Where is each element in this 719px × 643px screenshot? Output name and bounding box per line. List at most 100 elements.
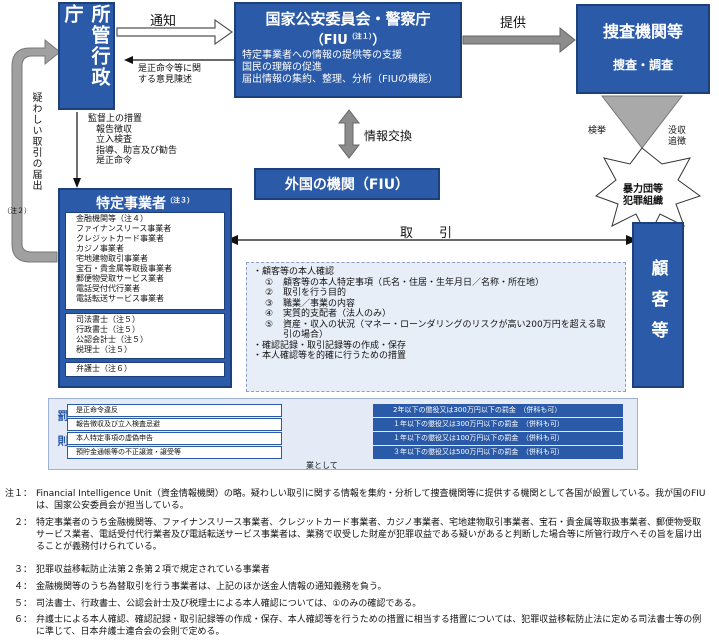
supervision-line-5: 是正命令 bbox=[96, 156, 133, 166]
business-item: 行政書士（注５） bbox=[76, 325, 140, 334]
penalty-result: １年以下の懲役又は300万円以下の罰金 （併科も可） bbox=[373, 418, 623, 431]
business-box: 特定事業者（注３） 金融機関等（注４） ファイナンスリース事業者 クレジットカー… bbox=[58, 188, 232, 388]
penalty-result: １年以下の懲役又は100万円以下の罰金 （併科も可） bbox=[373, 432, 623, 445]
suspicious-report-note: （注２） bbox=[3, 207, 31, 215]
note-3: ３：犯罪収益移転防止法第２条第２項で規定されている事業者 bbox=[4, 564, 714, 576]
note-1: 注１： Financial Intelligence Unit（資金情報機関）の略… bbox=[4, 488, 714, 512]
business-item: ファイナンスリース事業者 bbox=[76, 224, 172, 233]
suspicious-report-label: 疑わしい取引の届出 bbox=[30, 92, 41, 191]
verification-num: ④ bbox=[265, 309, 274, 319]
fiu-line-2: 国民の理解の促進 bbox=[242, 62, 322, 73]
verification-num: ① bbox=[265, 277, 274, 288]
note-6: ６： 弁護士による本人確認、確認記録・取引記録等の作成・保存、本人確認等を行うため… bbox=[4, 614, 714, 638]
fiu-sub-end: ） bbox=[372, 33, 386, 48]
crime-groups-line-1: 暴力団等 bbox=[623, 184, 663, 195]
business-title-note: （注３） bbox=[166, 196, 194, 205]
verification-item-1: ① 顧客等の本人特定事項（氏名・住居・生年月日／名称・所在地） bbox=[253, 278, 619, 289]
business-item: 郵便物受取サービス業者 bbox=[76, 274, 164, 283]
funnel-shape bbox=[600, 95, 684, 149]
business-item: 弁護士（注６） bbox=[76, 364, 132, 373]
notify-label: 通知 bbox=[150, 14, 177, 29]
verification-panel: ・顧客等の本人確認 ① 顧客等の本人特定事項（氏名・住居・生年月日／名称・所在地… bbox=[246, 262, 626, 392]
business-group-1: 金融機関等（注４） ファイナンスリース事業者 クレジットカード事業者 カジノ事業… bbox=[65, 212, 225, 310]
business-item: 公認会計士（注５） bbox=[76, 335, 148, 344]
note-num: ５： bbox=[13, 599, 32, 609]
crime-groups-line-2: 犯罪組織 bbox=[623, 196, 663, 207]
note-4: ４： 金融機関等のうち為替取引を行う事業者は、上記のほか送金人情報の通知義務を負う… bbox=[4, 581, 714, 593]
note-2: ２：特定事業者のうち金融機関等、ファイナンスリース事業者、クレジットカード事業者… bbox=[4, 517, 714, 553]
provide-label: 提供 bbox=[500, 16, 527, 31]
admin-authority-label: 所管行政庁 bbox=[61, 4, 111, 88]
verification-text: 資産・収入の状況（マネー・ローンダリングのリスクが高い200万円を超える取引の場… bbox=[283, 319, 606, 341]
note-num: ４： bbox=[13, 582, 32, 592]
suspicious-report-arrow bbox=[11, 38, 61, 263]
business-label: 業として bbox=[306, 461, 338, 470]
supervision-line-3: 立入検査 bbox=[96, 135, 133, 145]
verification-item-4: ④ 実質的支配者（法人のみ） bbox=[253, 309, 619, 320]
notify-arrow bbox=[116, 18, 234, 46]
penalties-label: 罰則 bbox=[56, 410, 69, 460]
fiu-title: 国家公安委員会・警察庁 bbox=[265, 10, 431, 28]
note-5: ５： 司法書士、行政書士、公認会計士及び税理士による本人確認については、①のみの確… bbox=[4, 598, 714, 610]
penalty-offense: 預貯金通帳等の不正譲渡・譲受等 bbox=[67, 446, 282, 459]
transaction-label: 取 引 bbox=[400, 226, 453, 241]
investigation-sub: 捜査・調査 bbox=[612, 58, 673, 72]
fiu-box: 国家公安委員会・警察庁 （FIU（注１）） 特定事業者への情報の提供等の支援 国… bbox=[234, 2, 462, 98]
fiu-line-3: 届出情報の集約、整理、分析（FIUの機能） bbox=[242, 74, 439, 85]
verification-footer-1: ・確認記録・取引記録等の作成・保存 bbox=[253, 340, 407, 351]
penalty-result: 2年以下の懲役又は300万円以下の罰金 （併科も可） bbox=[373, 404, 623, 417]
supervision-line-2: 報告徴収 bbox=[96, 124, 133, 135]
supervision-line-1: 監督上の措置 bbox=[88, 114, 143, 124]
business-item: 税理士（注５） bbox=[76, 345, 132, 354]
correction-opinion-line-2: する意見陳述 bbox=[138, 74, 193, 85]
customer-box: 顧客等 bbox=[632, 222, 684, 388]
note-text: 司法書士、行政書士、公認会計士及び税理士による本人確認については、①のみの確認で… bbox=[36, 599, 422, 609]
admin-authority-box: 所管行政庁 bbox=[58, 2, 115, 110]
verification-item-5: ⑤ 資産・収入の状況（マネー・ローンダリングのリスクが高い200万円を超える取引… bbox=[253, 320, 619, 341]
verification-text: 取引を行う目的 bbox=[283, 288, 347, 298]
verification-text: 顧客等の本人特定事項（氏名・住居・生年月日／名称・所在地） bbox=[283, 277, 545, 288]
foreign-fiu-label: 外国の機関（FIU） bbox=[284, 177, 410, 193]
penalty-offense: 本人特定事項の虚偽申告 bbox=[67, 432, 282, 445]
verification-num: ② bbox=[265, 288, 274, 298]
business-item: カジノ事業者 bbox=[76, 244, 124, 253]
penalty-offense: 報告徴収及び立入検査忌避 bbox=[67, 418, 282, 431]
note-text: 弁護士による本人確認、確認記録・取引記録等の作成・保存、本人確認等を行うための措… bbox=[36, 615, 702, 637]
supervision-line-4: 指導、助言及び勧告 bbox=[96, 145, 178, 156]
business-group-3: 弁護士（注６） bbox=[65, 362, 225, 377]
info-exchange-arrow bbox=[337, 109, 361, 159]
confiscation-line-2: 追徴 bbox=[668, 136, 687, 147]
business-item: 宅地建物取引事業者 bbox=[76, 254, 148, 263]
verification-num: ⑤ bbox=[265, 319, 274, 330]
verification-text: 実質的支配者（法人のみ） bbox=[283, 309, 392, 319]
note-num: ３： bbox=[13, 565, 32, 575]
crime-groups-text: 暴力団等 犯罪組織 bbox=[612, 184, 674, 208]
business-item: 金融機関等（注４） bbox=[76, 214, 148, 223]
penalty-result: ３年以下の懲役又は500万円以下の罰金 （併科も可） bbox=[373, 446, 623, 459]
note-text: 特定事業者のうち金融機関等、ファイナンスリース事業者、クレジットカード事業者、カ… bbox=[36, 518, 702, 552]
business-group-2: 司法書士（注５） 行政書士（注５） 公認会計士（注５） 税理士（注５） bbox=[65, 313, 225, 359]
fiu-line-1: 特定事業者への情報の提供等の支援 bbox=[242, 50, 402, 61]
note-text: 金融機関等のうち為替取引を行う事業者は、上記のほか送金人情報の通知義務を負う。 bbox=[36, 582, 387, 592]
correction-opinion-text: 是正命令等に関 する意見陳述 bbox=[138, 64, 201, 85]
note-num: ６： bbox=[13, 615, 32, 625]
correction-opinion-line-1: 是正命令等に関 bbox=[138, 64, 202, 74]
provide-arrow bbox=[462, 26, 576, 54]
business-item: 宝石・貴金属等取扱事業者 bbox=[76, 264, 172, 273]
verification-text: 職業／事業の内容 bbox=[283, 298, 356, 309]
fiu-sub-note: （注１） bbox=[347, 32, 373, 41]
verification-num: ③ bbox=[265, 298, 274, 309]
business-item: 司法書士（注５） bbox=[76, 315, 140, 324]
investigation-box: 捜査機関等 捜査・調査 bbox=[576, 4, 710, 94]
note-text: Financial Intelligence Unit（資金情報機関）の略。疑わ… bbox=[36, 489, 706, 511]
business-item: 電話受付代行業者 bbox=[76, 284, 140, 293]
info-exchange-label: 情報交換 bbox=[364, 129, 413, 143]
customer-label: 顧客等 bbox=[647, 258, 668, 352]
fiu-sub-text: （FIU bbox=[310, 33, 348, 48]
investigation-title: 捜査機関等 bbox=[602, 22, 683, 41]
business-title-text: 特定事業者 bbox=[96, 196, 166, 212]
verification-header: ・顧客等の本人確認 bbox=[253, 267, 335, 277]
business-item: 電話転送サービス事業者 bbox=[76, 294, 164, 303]
note-num: 注１： bbox=[4, 489, 32, 499]
confiscation-text: 没収 追徴 bbox=[668, 126, 686, 147]
